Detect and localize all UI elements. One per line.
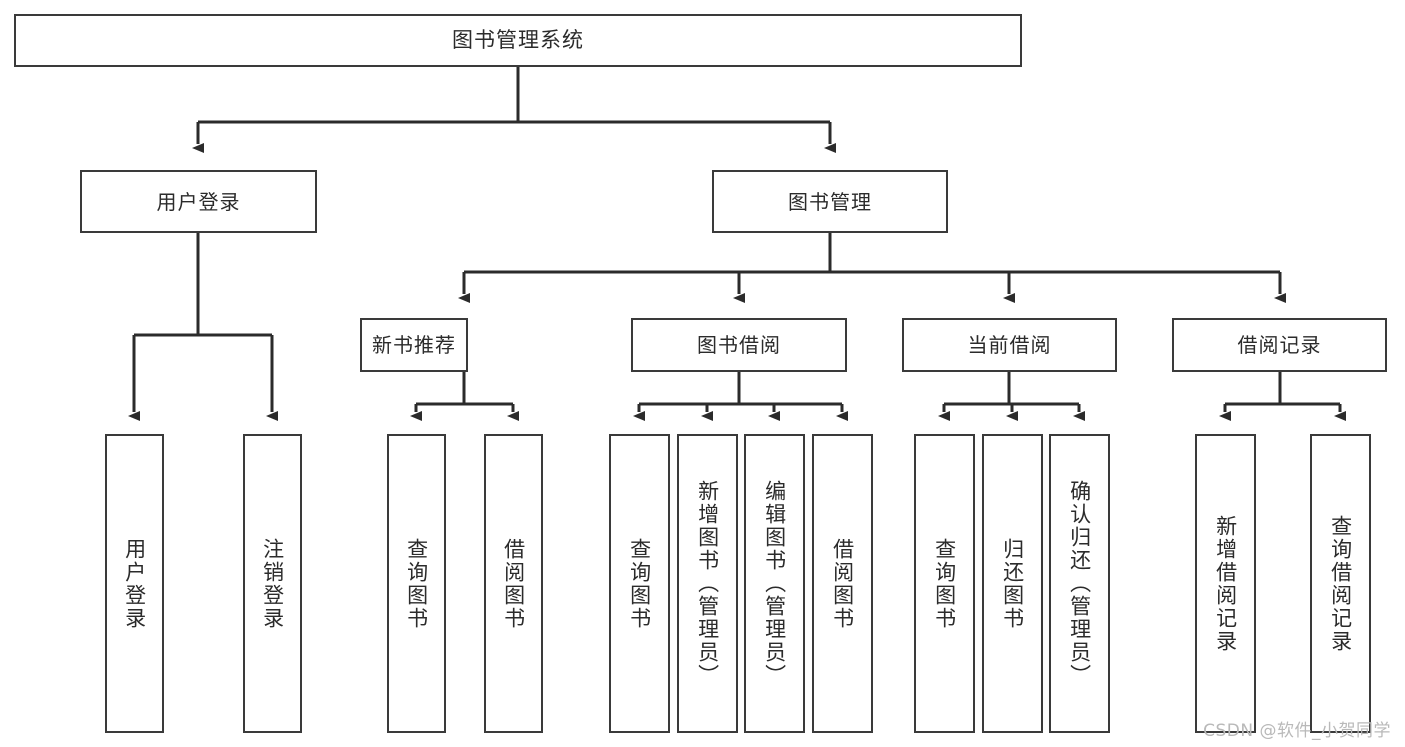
node-leaf-return-book[interactable]: 归还图书 — [982, 434, 1043, 733]
node-leaf-borrow-book-a[interactable]: 借阅图书 — [484, 434, 543, 733]
node-leaf-user-login-label: 用户登录 — [122, 537, 147, 630]
node-leaf-add-record-label: 新增借阅记录 — [1213, 514, 1238, 653]
node-root[interactable]: 图书管理系统 — [14, 14, 1022, 67]
node-leaf-edit-book[interactable]: 编辑图书（管理员） — [744, 434, 805, 733]
node-leaf-add-book[interactable]: 新增图书（管理员） — [677, 434, 738, 733]
node-borrow-record-label: 借阅记录 — [1237, 333, 1322, 357]
node-book-manage[interactable]: 图书管理 — [712, 170, 948, 233]
node-leaf-user-login[interactable]: 用户登录 — [105, 434, 164, 733]
node-leaf-borrow-book-a-label: 借阅图书 — [501, 537, 526, 630]
node-leaf-logout[interactable]: 注销登录 — [243, 434, 302, 733]
node-current-borrow-label: 当前借阅 — [967, 333, 1052, 357]
node-leaf-query-book-c-label: 查询图书 — [932, 537, 957, 630]
node-user-login-label: 用户登录 — [156, 189, 241, 214]
node-leaf-query-book-a-label: 查询图书 — [404, 537, 429, 630]
node-borrow-record[interactable]: 借阅记录 — [1172, 318, 1387, 372]
node-leaf-logout-label: 注销登录 — [260, 537, 285, 630]
node-current-borrow[interactable]: 当前借阅 — [902, 318, 1117, 372]
node-leaf-confirm-return-label: 确认归还（管理员） — [1067, 480, 1092, 687]
node-leaf-query-record-label: 查询借阅记录 — [1328, 514, 1353, 653]
node-leaf-query-book-b[interactable]: 查询图书 — [609, 434, 670, 733]
node-leaf-query-book-a[interactable]: 查询图书 — [387, 434, 446, 733]
node-leaf-query-record[interactable]: 查询借阅记录 — [1310, 434, 1371, 733]
node-leaf-borrow-book-b[interactable]: 借阅图书 — [812, 434, 873, 733]
node-book-borrow-label: 图书借阅 — [697, 333, 781, 357]
node-leaf-add-book-label: 新增图书（管理员） — [695, 480, 720, 687]
node-leaf-edit-book-label: 编辑图书（管理员） — [762, 480, 787, 687]
node-leaf-query-book-c[interactable]: 查询图书 — [914, 434, 975, 733]
node-leaf-borrow-book-b-label: 借阅图书 — [830, 537, 855, 630]
node-book-manage-label: 图书管理 — [788, 189, 872, 214]
node-leaf-add-record[interactable]: 新增借阅记录 — [1195, 434, 1256, 733]
node-leaf-query-book-b-label: 查询图书 — [627, 537, 652, 630]
node-leaf-confirm-return[interactable]: 确认归还（管理员） — [1049, 434, 1110, 733]
node-leaf-return-book-label: 归还图书 — [1000, 537, 1025, 630]
node-book-borrow[interactable]: 图书借阅 — [631, 318, 847, 372]
node-user-login[interactable]: 用户登录 — [80, 170, 317, 233]
watermark: CSDN @软件_小贺同学 — [1203, 721, 1391, 741]
node-root-label: 图书管理系统 — [452, 27, 584, 52]
node-new-book-rec-label: 新书推荐 — [372, 333, 456, 357]
node-new-book-rec[interactable]: 新书推荐 — [360, 318, 468, 372]
